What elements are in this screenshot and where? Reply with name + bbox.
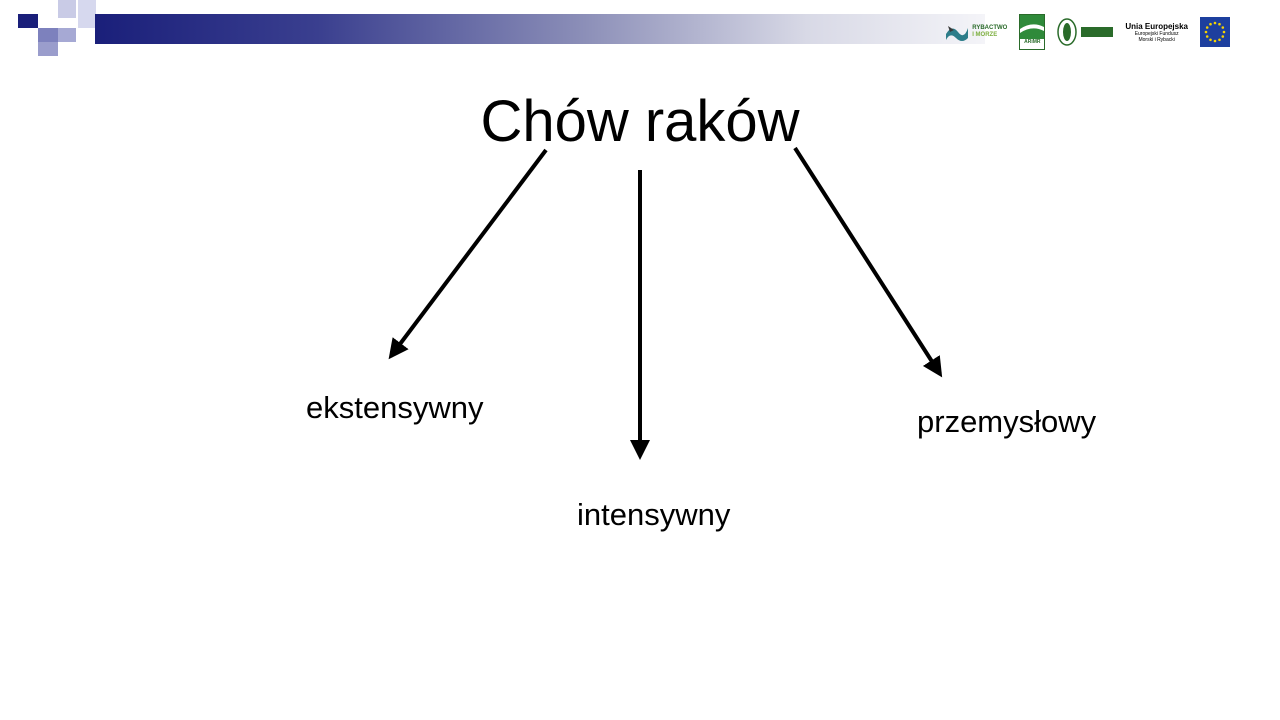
- branch-label-ekstensywny: ekstensywny: [306, 390, 484, 425]
- fish-wave-icon: [946, 26, 969, 41]
- branch-label-intensywny: intensywny: [577, 497, 731, 532]
- arimr-label: ARiMR: [1024, 39, 1041, 45]
- header-square-mid: [58, 28, 76, 42]
- rybactwo-line1: RYBACTWO: [972, 25, 1008, 31]
- page-title: Chów raków: [480, 89, 800, 154]
- header-square-mid: [38, 42, 58, 56]
- arimr-logo: ARiMR: [1019, 14, 1046, 50]
- program-banner-icon: [1081, 27, 1114, 37]
- eu-flag-icon: [1200, 17, 1230, 47]
- rybactwo-logo: RYBACTWO I MORZE: [944, 20, 1007, 44]
- branch-label-przemyslowy: przemysłowy: [917, 404, 1097, 439]
- eu-title: Unia Europejska: [1125, 21, 1188, 31]
- leaf-seal-icon: [1057, 18, 1078, 46]
- program-logo: [1057, 18, 1114, 46]
- eu-sub2: Morski i Rybacki: [1138, 36, 1175, 43]
- arrow-to-ekstensywny: [388, 148, 548, 360]
- header-square-light: [58, 0, 76, 18]
- header-square-light: [78, 0, 96, 28]
- logo-strip: RYBACTWO I MORZE ARiMR Unia Europejska E…: [944, 14, 1230, 50]
- field-icon: [1020, 15, 1045, 39]
- eu-sub1: Europejski Fundusz: [1134, 30, 1179, 37]
- header-square-dark: [18, 14, 38, 28]
- header-gradient-bar: [95, 14, 985, 44]
- eu-text-block: Unia Europejska Europejski Fundusz Morsk…: [1125, 22, 1188, 43]
- header-square-mid: [38, 28, 58, 42]
- rybactwo-line2: I MORZE: [972, 32, 998, 38]
- arrow-to-przemyslowy: [793, 146, 943, 378]
